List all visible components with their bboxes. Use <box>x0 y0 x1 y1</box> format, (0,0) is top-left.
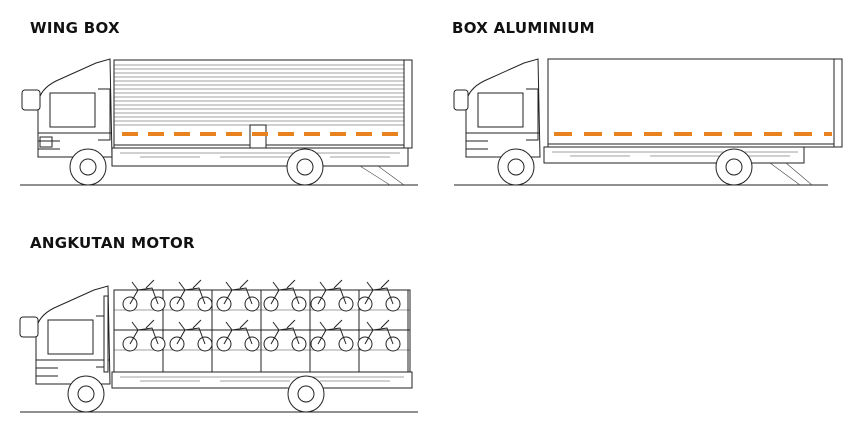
angkutan-motor-title: ANGKUTAN MOTOR <box>30 234 195 252</box>
motorcycle-icon <box>357 279 401 312</box>
cab <box>453 58 541 158</box>
motorcycle-icon <box>169 279 213 312</box>
motorcycle-icon <box>357 319 401 352</box>
motorcycle-icon <box>169 319 213 352</box>
cab <box>21 58 113 158</box>
wheels <box>69 148 324 186</box>
motorcycle-icon <box>122 279 166 312</box>
chassis <box>111 147 409 186</box>
motorcycle-icon <box>263 319 307 352</box>
wing-box-truck-illustration <box>20 58 418 186</box>
motorcycle-icon <box>310 319 354 352</box>
motorcycle-carrier-truck-illustration <box>19 279 418 413</box>
motorcycle-icon <box>263 279 307 312</box>
box-aluminium-title: BOX ALUMINIUM <box>452 19 595 37</box>
chassis <box>543 146 813 186</box>
motorcycle-icon <box>310 279 354 312</box>
box-aluminium-truck-illustration <box>453 58 843 186</box>
motorcycle-icon <box>216 319 260 352</box>
motorcycle-icon <box>216 279 260 312</box>
motorcycle-icon <box>122 319 166 352</box>
chassis <box>111 371 413 389</box>
motorcycles <box>122 279 401 352</box>
wheels <box>497 148 753 186</box>
cab <box>19 285 111 385</box>
wheels <box>67 375 325 413</box>
wing-box-title: WING BOX <box>30 19 120 37</box>
